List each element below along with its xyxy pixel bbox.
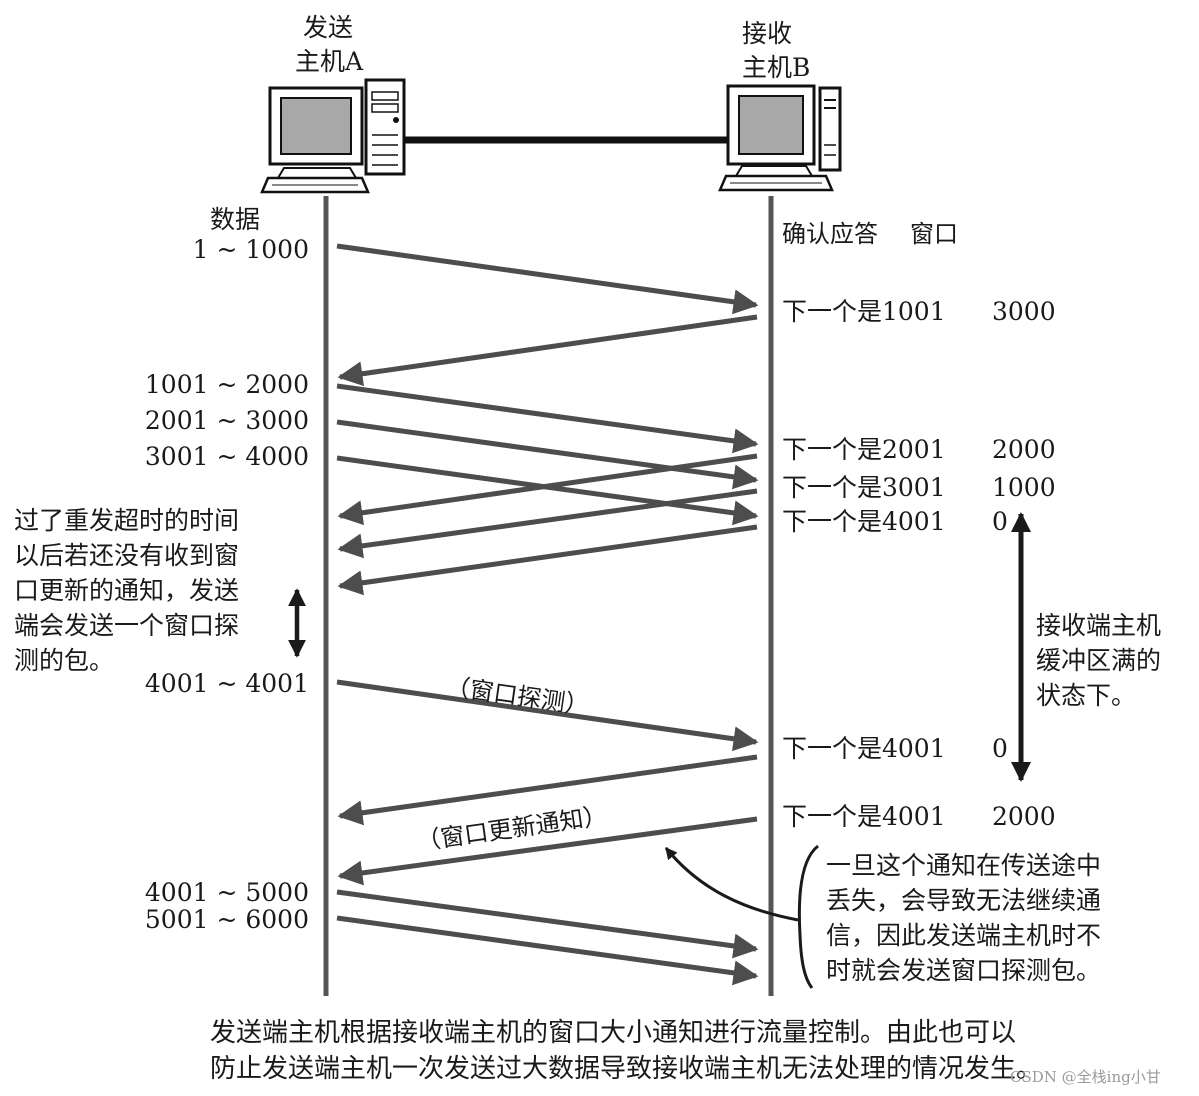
ack-text-1: 下一个是1001	[782, 297, 946, 326]
ack-arrow-1	[337, 314, 758, 387]
ack-arrow-4	[337, 524, 758, 596]
update-label: （窗口更新通知）	[415, 801, 609, 855]
send-range-5: 4001 ~ 4001	[145, 669, 309, 698]
window-value-5: 0	[992, 734, 1008, 763]
sender-title-line2: 主机A	[295, 47, 364, 76]
send-range-2: 1001 ~ 2000	[145, 370, 309, 399]
loss-note-bracket	[797, 844, 820, 989]
buffer-note-line1: 接收端主机	[1036, 611, 1161, 640]
ack-text-4: 下一个是4001	[782, 507, 946, 536]
window-value-4: 0	[992, 507, 1008, 536]
ack-text-6: 下一个是4001	[782, 802, 946, 831]
receiver-title-line1: 接收	[742, 19, 792, 48]
data-arrow-1	[336, 243, 759, 315]
loss-note-line3: 信，因此发送端主机时不	[826, 921, 1101, 950]
update-arrow	[337, 816, 758, 886]
data-arrow-2	[336, 383, 759, 454]
data-arrow-7	[336, 915, 759, 986]
window-value-1: 3000	[992, 297, 1056, 326]
send-range-6: 4001 ~ 5000	[145, 878, 309, 907]
sender-computer-icon	[260, 78, 406, 194]
loss-note-line4: 时就会发送窗口探测包。	[826, 956, 1101, 985]
data-arrow-3	[336, 419, 759, 490]
sender-title-line1: 发送	[303, 13, 353, 42]
send-range-4: 3001 ~ 4000	[145, 442, 309, 471]
watermark: CSDN @全栈ing小甘	[1010, 1068, 1161, 1086]
timeout-note-line3: 口更新的通知，发送	[14, 576, 239, 605]
data-header: 数据	[210, 205, 260, 234]
ack-text-5: 下一个是4001	[782, 734, 946, 763]
buffer-note-line3: 状态下。	[1036, 681, 1136, 710]
caption-line1: 发送端主机根据接收端主机的窗口大小通知进行流量控制。由此也可以	[210, 1018, 1016, 1048]
timeout-note-line5: 测的包。	[14, 646, 114, 675]
ack-arrow-5	[337, 754, 758, 826]
ack-arrow-2	[337, 453, 758, 526]
caption-line2: 防止发送端主机一次发送过大数据导致接收端主机无法处理的情况发生。	[210, 1054, 1042, 1084]
timeout-note-line2: 以后若还没有收到窗	[14, 541, 239, 570]
receiver-computer-icon	[718, 84, 842, 192]
probe-label: （窗口探测）	[444, 672, 590, 720]
window-value-6: 2000	[992, 802, 1056, 831]
ack-arrow-3	[337, 488, 758, 559]
buffer-note-line2: 缓冲区满的	[1036, 646, 1161, 675]
window-value-2: 2000	[992, 435, 1056, 464]
send-range-3: 2001 ~ 3000	[145, 406, 309, 435]
window-header: 窗口	[910, 220, 958, 248]
ack-header: 确认应答	[782, 220, 878, 248]
timeout-note-line4: 端会发送一个窗口探	[14, 611, 239, 640]
send-range-7: 5001 ~ 6000	[145, 905, 309, 934]
timeout-note-line1: 过了重发超时的时间	[14, 506, 239, 535]
loss-note-pointer-arrow	[664, 847, 799, 922]
loss-note-line1: 一旦这个通知在传送途中	[826, 851, 1101, 880]
window-value-3: 1000	[992, 473, 1056, 502]
data-arrow-6	[336, 889, 759, 959]
loss-note-line2: 丢失，会导致无法继续通	[826, 886, 1101, 915]
ack-text-3: 下一个是3001	[782, 473, 946, 502]
ack-text-2: 下一个是2001	[782, 435, 946, 464]
probe-arrow	[336, 679, 759, 752]
send-range-1: 1 ~ 1000	[193, 235, 309, 264]
receiver-title-line2: 主机B	[742, 53, 810, 82]
